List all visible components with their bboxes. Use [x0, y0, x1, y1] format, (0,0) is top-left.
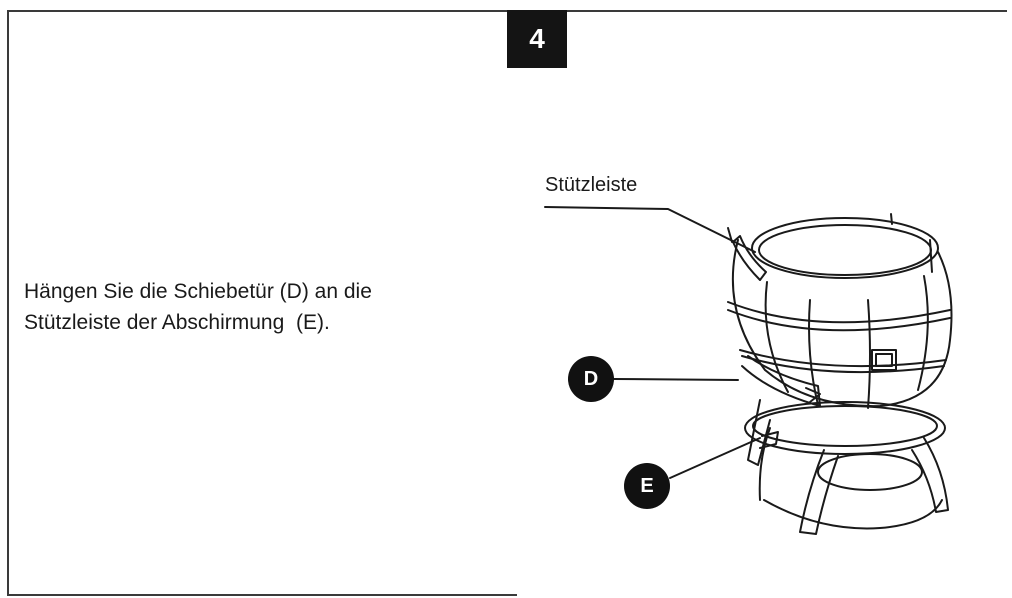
screen-panel [747, 399, 771, 466]
support-ledge-leader-line [544, 206, 756, 253]
leg-right [911, 437, 949, 513]
assembly-illustration: Stützleiste D E [520, 160, 1000, 580]
marker-e: E [624, 463, 670, 509]
support-ledge-label: Stützleiste [545, 174, 638, 196]
instruction-line-2: Stützleiste der Abschirmung (E). [24, 311, 330, 334]
bottom-pan [817, 453, 923, 491]
instruction-line-1: Hängen Sie die Schiebetür (D) an die [24, 280, 372, 303]
base-ring [744, 401, 946, 455]
marker-d: D [568, 356, 614, 402]
support-ledge-strip [732, 235, 767, 281]
fire-pit-drawing [544, 206, 953, 535]
top-rim [751, 217, 939, 279]
frame-bottom-border [7, 594, 517, 596]
marker-d-leader [613, 378, 739, 381]
vent-square [871, 349, 897, 371]
step-number-badge: 4 [507, 10, 567, 68]
marker-e-leader [669, 437, 761, 479]
leg-back [758, 427, 771, 501]
leg-left [799, 449, 839, 535]
top-rim-inner [758, 224, 932, 276]
frame-left-border [7, 10, 9, 596]
instruction-text: Hängen Sie die Schiebetür (D) an die Stü… [24, 276, 464, 338]
